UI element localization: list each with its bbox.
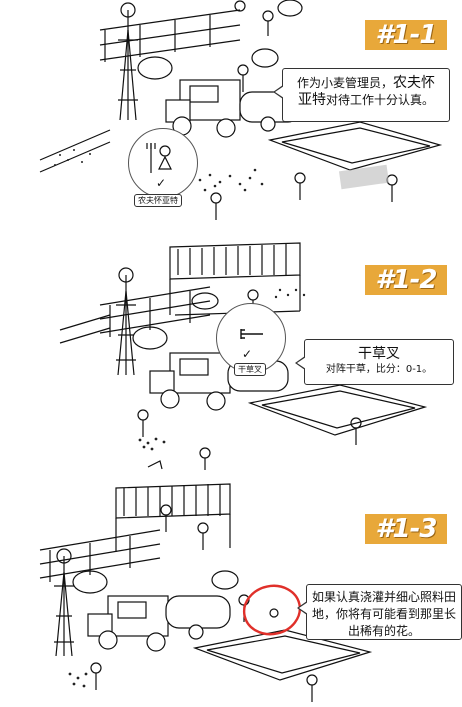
item-name-tag: 干草叉 [234, 363, 266, 376]
callout-subtitle: 对阵干草，比分：0-1。 [325, 364, 433, 375]
panel-1-3: #1-3 如果认真浇灌并细心照料田 地，你将有可能看到那里长 出稀有的花。 [0, 470, 462, 707]
character-name-tag: 农夫怀亚特 [134, 194, 182, 207]
found-checkmark: ✓ [156, 176, 167, 190]
character-highlight-circle [128, 128, 198, 198]
found-checkmark: ✓ [242, 347, 253, 361]
callout-line-3: 出稀有的花。 [347, 624, 420, 638]
callout-text-emphasis: 农夫怀 [393, 75, 435, 91]
item-highlight-circle [216, 303, 286, 373]
level-badge: #1-2 [365, 265, 447, 295]
callout-title: 干草叉 [358, 346, 400, 362]
callout-line-2: 地，你将有可能看到那里长 [311, 607, 456, 621]
farmer-wyatt-icon [146, 143, 172, 173]
farm-scene-illustration [39, 483, 373, 702]
description-callout: 作为小麦管理员，农夫怀 亚特对待工作十分认真。 [273, 68, 450, 122]
panel-1-2: #1-2 ✓ 干草叉 干草叉 对阵干草，比分：0-1。 [0, 235, 462, 470]
callout-line-1: 如果认真浇灌并细心照料田 [311, 590, 456, 604]
callout-text-part1: 作为小麦管理员， [296, 76, 393, 90]
callout-text-name: 亚特 [297, 92, 326, 108]
level-badge: #1-3 [365, 514, 447, 544]
description-callout: 干草叉 对阵干草，比分：0-1。 [295, 339, 454, 385]
level-badge: #1-1 [365, 20, 447, 50]
description-callout: 如果认真浇灌并细心照料田 地，你将有可能看到那里长 出稀有的花。 [297, 584, 462, 640]
panel-1-1: #1-1 ✓ 农夫怀亚特 作为小麦管理员，农夫怀 亚特对待工作十分认真。 [0, 0, 462, 235]
pitchfork-icon [240, 329, 263, 339]
callout-text-part2: 对待工作十分认真。 [325, 93, 434, 107]
